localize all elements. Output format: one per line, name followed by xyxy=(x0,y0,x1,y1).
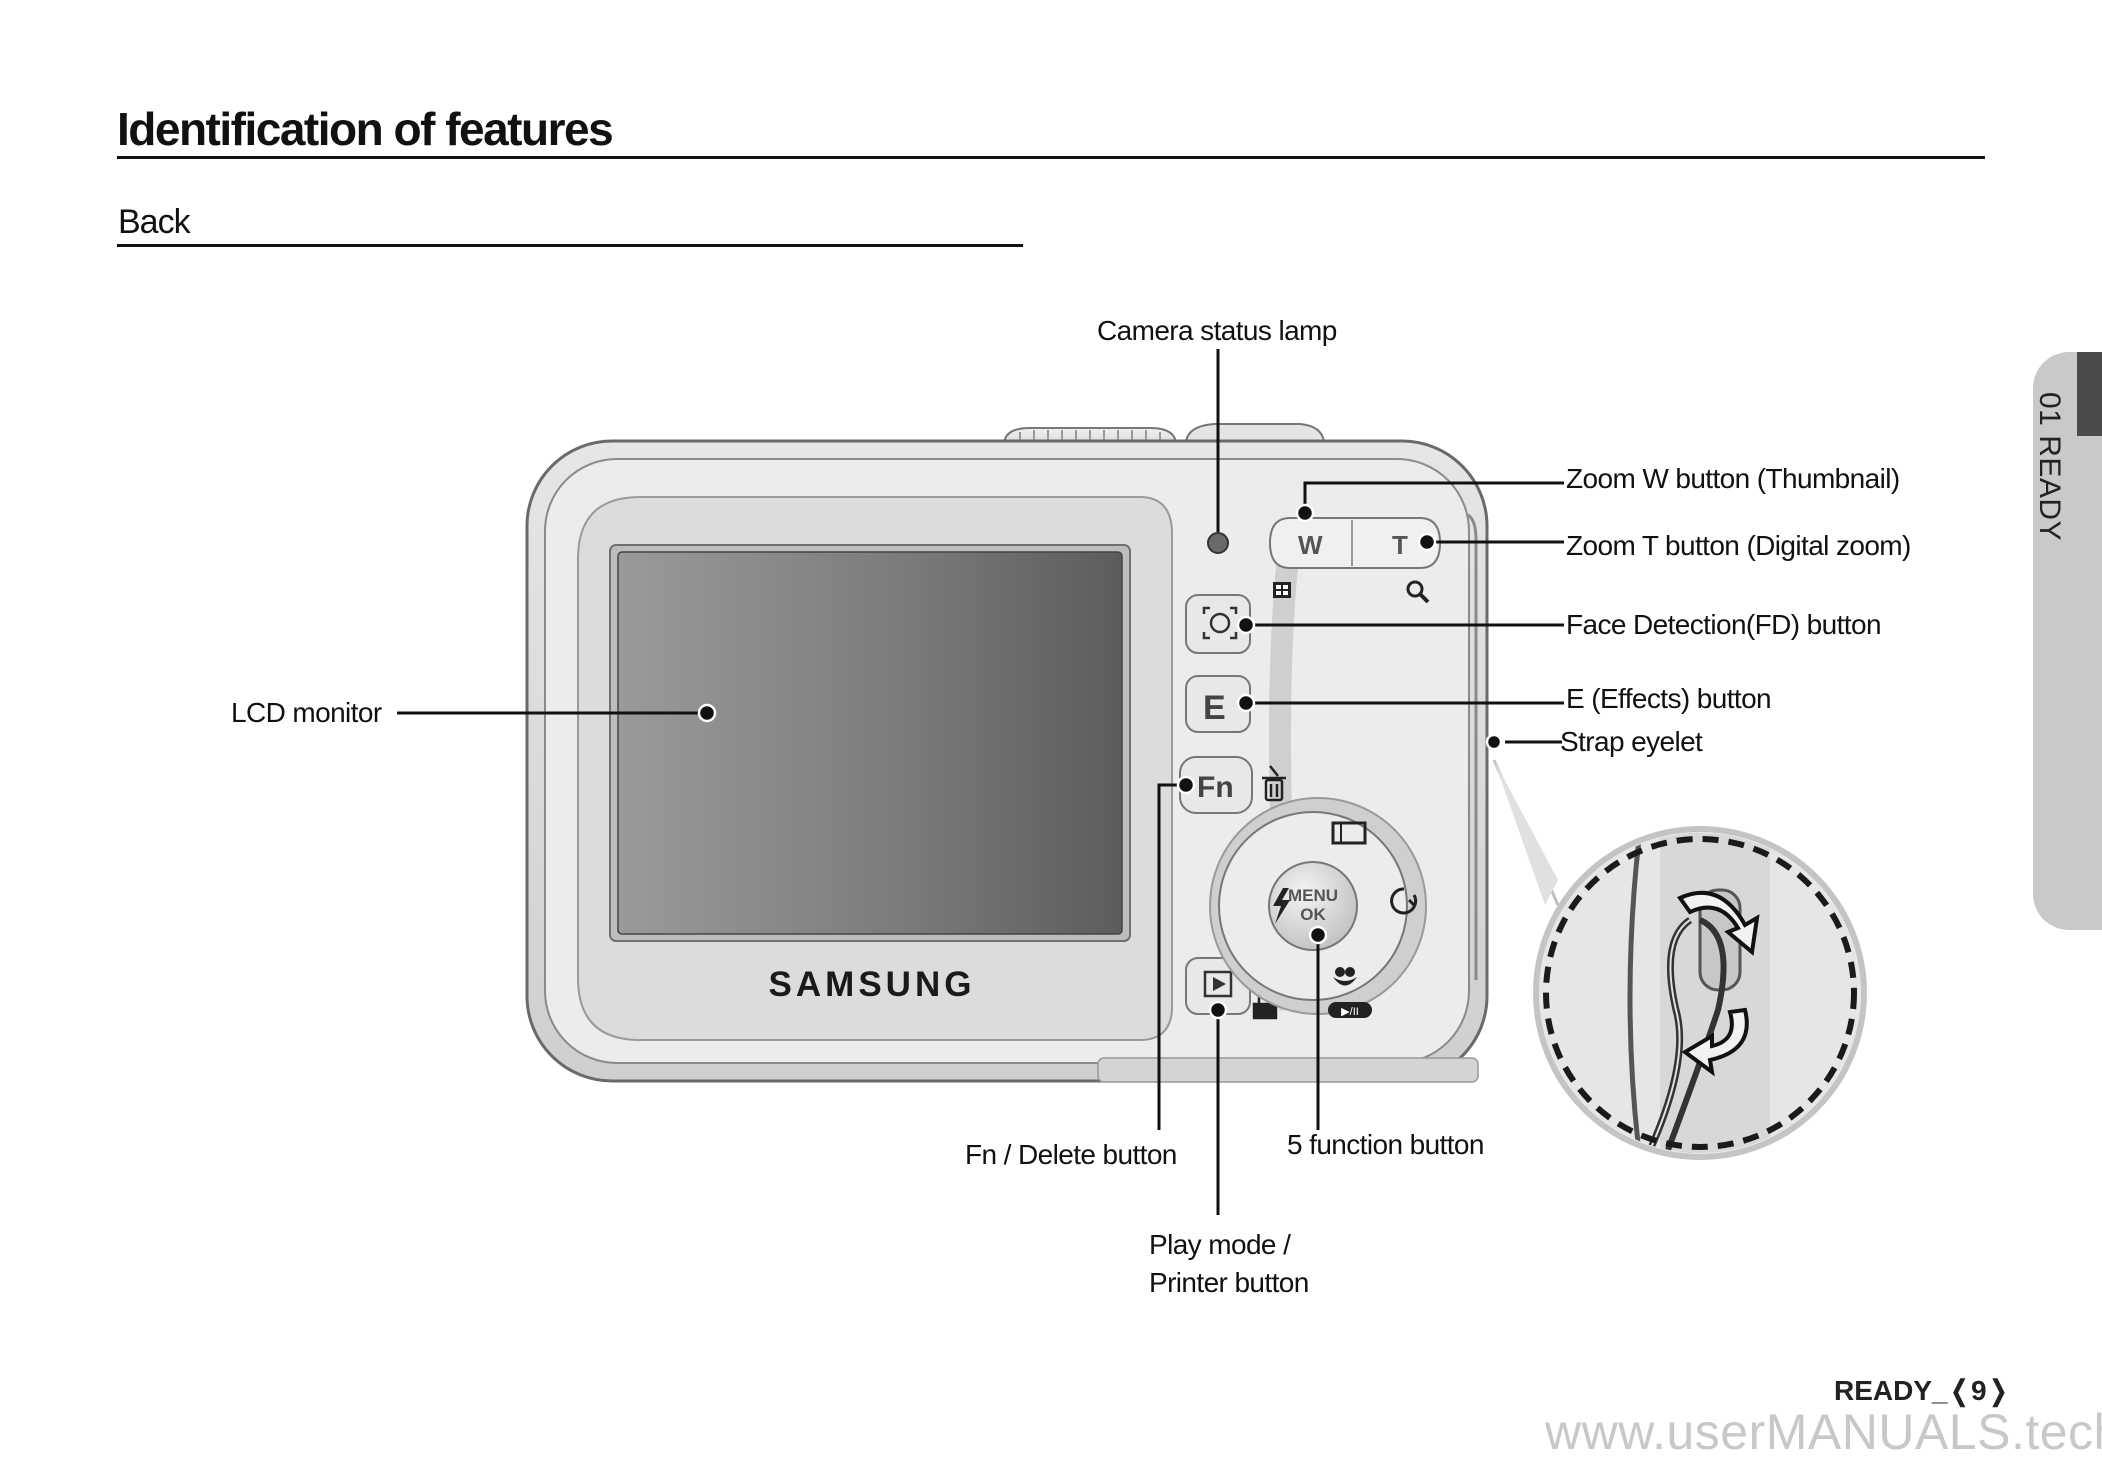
callout-strap-eyelet: Strap eyelet xyxy=(1560,726,1703,757)
callout-effects: E (Effects) button xyxy=(1566,683,1772,714)
magnifier-wedge xyxy=(1494,760,1558,905)
five-function-pad xyxy=(1209,797,1427,1015)
chapter-tab-marker xyxy=(2077,352,2102,436)
ok-key: OK xyxy=(1300,905,1326,924)
trash-icon xyxy=(1262,765,1286,802)
callout-play-mode-line1: Play mode / xyxy=(1149,1229,1291,1260)
callout-fn-delete: Fn / Delete button xyxy=(965,1139,1177,1170)
section-title: Back xyxy=(118,203,191,241)
callout-zoom-t: Zoom T button (Digital zoom) xyxy=(1566,530,1911,561)
chapter-tab xyxy=(2033,352,2102,930)
page-number-footer: READY_❬9❭ xyxy=(1834,1375,2011,1406)
play-icon xyxy=(1203,970,1233,998)
menu-key: MENU xyxy=(1288,886,1338,905)
zoom-t-key: T xyxy=(1392,530,1408,560)
macro-icon xyxy=(1333,967,1357,986)
lcd-screen xyxy=(617,551,1123,935)
thumbnail-icon xyxy=(1273,582,1291,598)
magnifier-icon xyxy=(1406,580,1430,604)
callout-play-mode-line2: Printer button xyxy=(1149,1267,1309,1298)
callout-face-detection: Face Detection(FD) button xyxy=(1566,609,1882,640)
watermark-text: www.userMANUALS.tech xyxy=(1545,1404,2102,1460)
face-detection-icon xyxy=(1202,606,1238,640)
flash-icon xyxy=(1273,888,1290,924)
camera-bottom-strip xyxy=(1097,1057,1479,1083)
timer-icon xyxy=(1390,887,1418,915)
voice-icon: ▶/II xyxy=(1328,1002,1372,1018)
effects-key: E xyxy=(1203,689,1226,727)
brand-logo: SAMSUNG xyxy=(769,965,976,1004)
page-title: Identification of features xyxy=(117,103,614,155)
strap-closeup xyxy=(1540,833,1860,1153)
camera-side-ridge xyxy=(1467,513,1478,980)
zoom-rocker: W T xyxy=(1268,517,1442,569)
callout-status-lamp: Camera status lamp xyxy=(1097,315,1337,346)
leader-lines xyxy=(397,349,1564,1215)
title-rule xyxy=(117,156,1985,159)
display-icon xyxy=(1331,821,1367,845)
callout-five-function: 5 function button xyxy=(1287,1129,1484,1160)
strap-magnifier-border xyxy=(1543,836,1857,1150)
callout-lcd-monitor: LCD monitor xyxy=(231,697,382,728)
callout-zoom-w: Zoom W button (Thumbnail) xyxy=(1566,463,1900,494)
svg-text:▶/II: ▶/II xyxy=(1341,1006,1359,1018)
fn-key: Fn xyxy=(1197,771,1234,804)
rotate-arrow-icon xyxy=(1676,890,1760,1077)
status-lamp xyxy=(1207,532,1229,554)
leader-dots xyxy=(697,503,1503,1020)
zoom-w-key: W xyxy=(1298,530,1323,560)
section-rule xyxy=(117,244,1023,247)
